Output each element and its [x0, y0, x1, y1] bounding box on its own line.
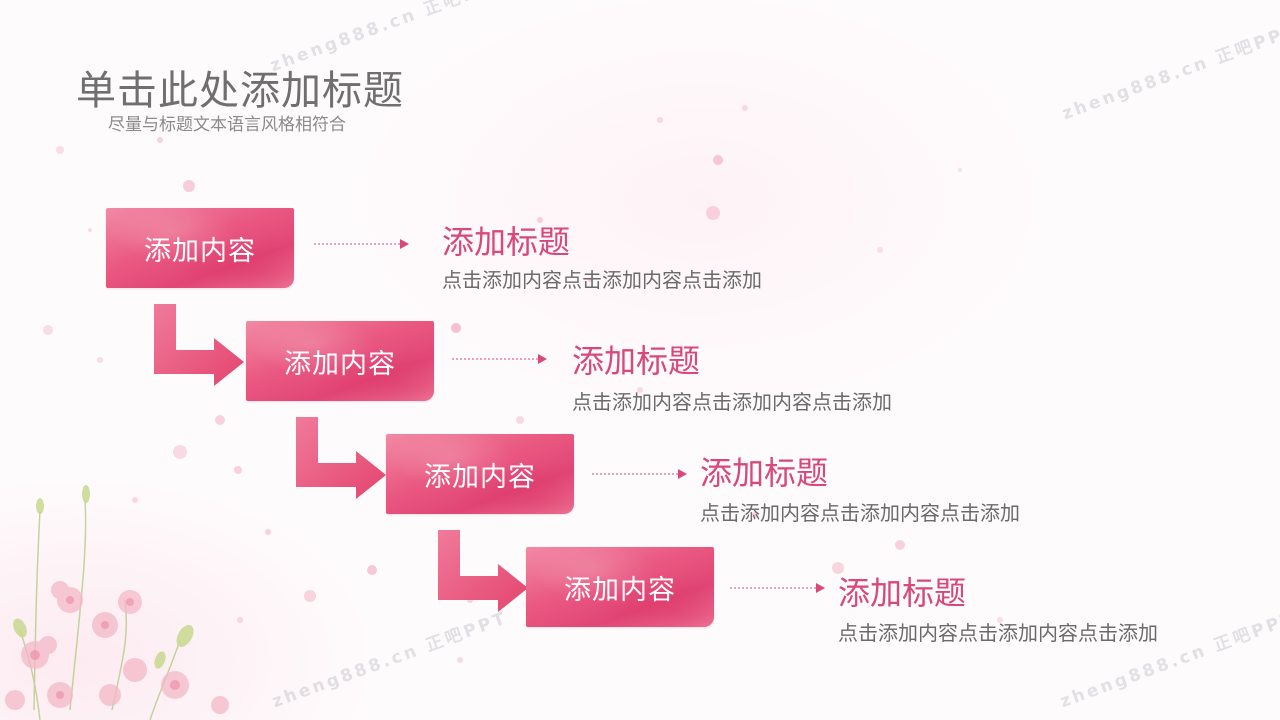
flower-decoration [5, 485, 229, 720]
step-desc-3[interactable]: 点击添加内容点击添加内容点击添加 [700, 501, 1020, 525]
page-title[interactable]: 单击此处添加标题 [76, 68, 404, 114]
step-desc-1[interactable]: 点击添加内容点击添加内容点击添加 [442, 268, 762, 292]
step-desc-4[interactable]: 点击添加内容点击添加内容点击添加 [838, 621, 1158, 645]
step-box-label: 添加内容 [424, 461, 536, 493]
dashed-arrow-icon [452, 354, 547, 364]
step-desc-2[interactable]: 点击添加内容点击添加内容点击添加 [572, 390, 892, 414]
dashed-arrow-icon [592, 469, 687, 479]
step-box-2[interactable]: 添加内容 [246, 321, 434, 401]
step-box-label: 添加内容 [144, 235, 256, 267]
elbow-arrow-icon [154, 304, 244, 386]
elbow-arrow-icon [296, 417, 386, 499]
step-box-4[interactable]: 添加内容 [526, 547, 714, 627]
step-box-label: 添加内容 [284, 348, 396, 380]
dashed-arrow-icon [314, 239, 409, 249]
step-title-4[interactable]: 添加标题 [838, 574, 967, 612]
elbow-arrow-icon [438, 530, 528, 612]
dashed-arrow-icon [730, 583, 825, 593]
step-title-1[interactable]: 添加标题 [442, 223, 571, 261]
step-box-1[interactable]: 添加内容 [106, 208, 294, 288]
step-box-3[interactable]: 添加内容 [386, 434, 574, 514]
step-title-3[interactable]: 添加标题 [700, 454, 829, 492]
page-subtitle[interactable]: 尽量与标题文本语言风格相符合 [108, 115, 346, 135]
step-title-2[interactable]: 添加标题 [572, 342, 701, 380]
step-box-label: 添加内容 [564, 574, 676, 606]
